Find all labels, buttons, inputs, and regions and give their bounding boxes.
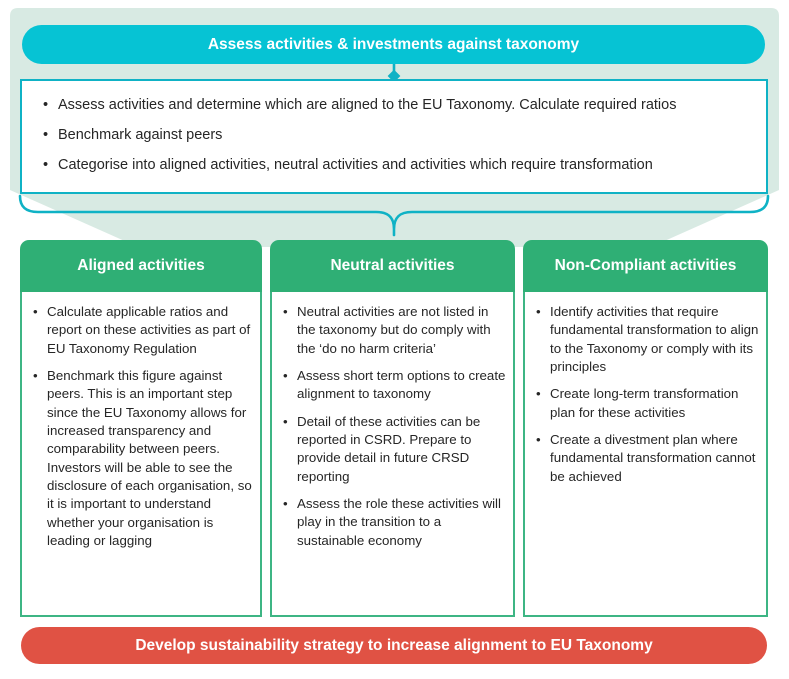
bullet-item: Benchmark this figure against peers. Thi…	[32, 367, 255, 550]
column-bullet-list: Neutral activities are not listed in the…	[282, 303, 508, 550]
bullet-item: Assess short term options to create alig…	[282, 367, 508, 404]
column-body: Identify activities that require fundame…	[523, 292, 768, 617]
top-banner-label: Assess activities & investments against …	[207, 35, 580, 53]
bullet-item: Assess activities and determine which ar…	[42, 95, 758, 115]
bottom-banner-label: Develop sustainability strategy to incre…	[135, 636, 653, 654]
column-title: Aligned activities	[77, 257, 205, 274]
column-header: Non-Compliant activities	[523, 240, 768, 292]
column-title: Non-Compliant activities	[554, 257, 737, 274]
top-banner: Assess activities & investments against …	[22, 25, 765, 64]
overview-box: Assess activities and determine which ar…	[20, 79, 768, 194]
bullet-item: Neutral activities are not listed in the…	[282, 303, 508, 358]
column-bullet-list: Calculate applicable ratios and report o…	[32, 303, 255, 550]
bottom-banner: Develop sustainability strategy to incre…	[21, 627, 767, 664]
bullet-item: Benchmark against peers	[42, 125, 758, 145]
overview-bullet-list: Assess activities and determine which ar…	[42, 95, 758, 175]
column-aligned-activities: Aligned activities Calculate applicable …	[20, 240, 262, 617]
curly-brace-connector	[18, 194, 770, 237]
column-title: Neutral activities	[330, 257, 455, 274]
bullet-item: Assess the role these activities will pl…	[282, 495, 508, 550]
column-header: Neutral activities	[270, 240, 515, 292]
bullet-item: Create long-term transformation plan for…	[535, 385, 761, 422]
column-body: Neutral activities are not listed in the…	[270, 292, 515, 617]
column-body: Calculate applicable ratios and report o…	[20, 292, 262, 617]
column-bullet-list: Identify activities that require fundame…	[535, 303, 761, 486]
column-non-compliant-activities: Non-Compliant activities Identify activi…	[523, 240, 768, 617]
bullet-item: Calculate applicable ratios and report o…	[32, 303, 255, 358]
bullet-item: Detail of these activities can be report…	[282, 413, 508, 486]
bullet-item: Categorise into aligned activities, neut…	[42, 155, 758, 175]
bullet-item: Create a divestment plan where fundament…	[535, 431, 761, 486]
column-neutral-activities: Neutral activities Neutral activities ar…	[270, 240, 515, 617]
column-header: Aligned activities	[20, 240, 262, 292]
bullet-item: Identify activities that require fundame…	[535, 303, 761, 376]
